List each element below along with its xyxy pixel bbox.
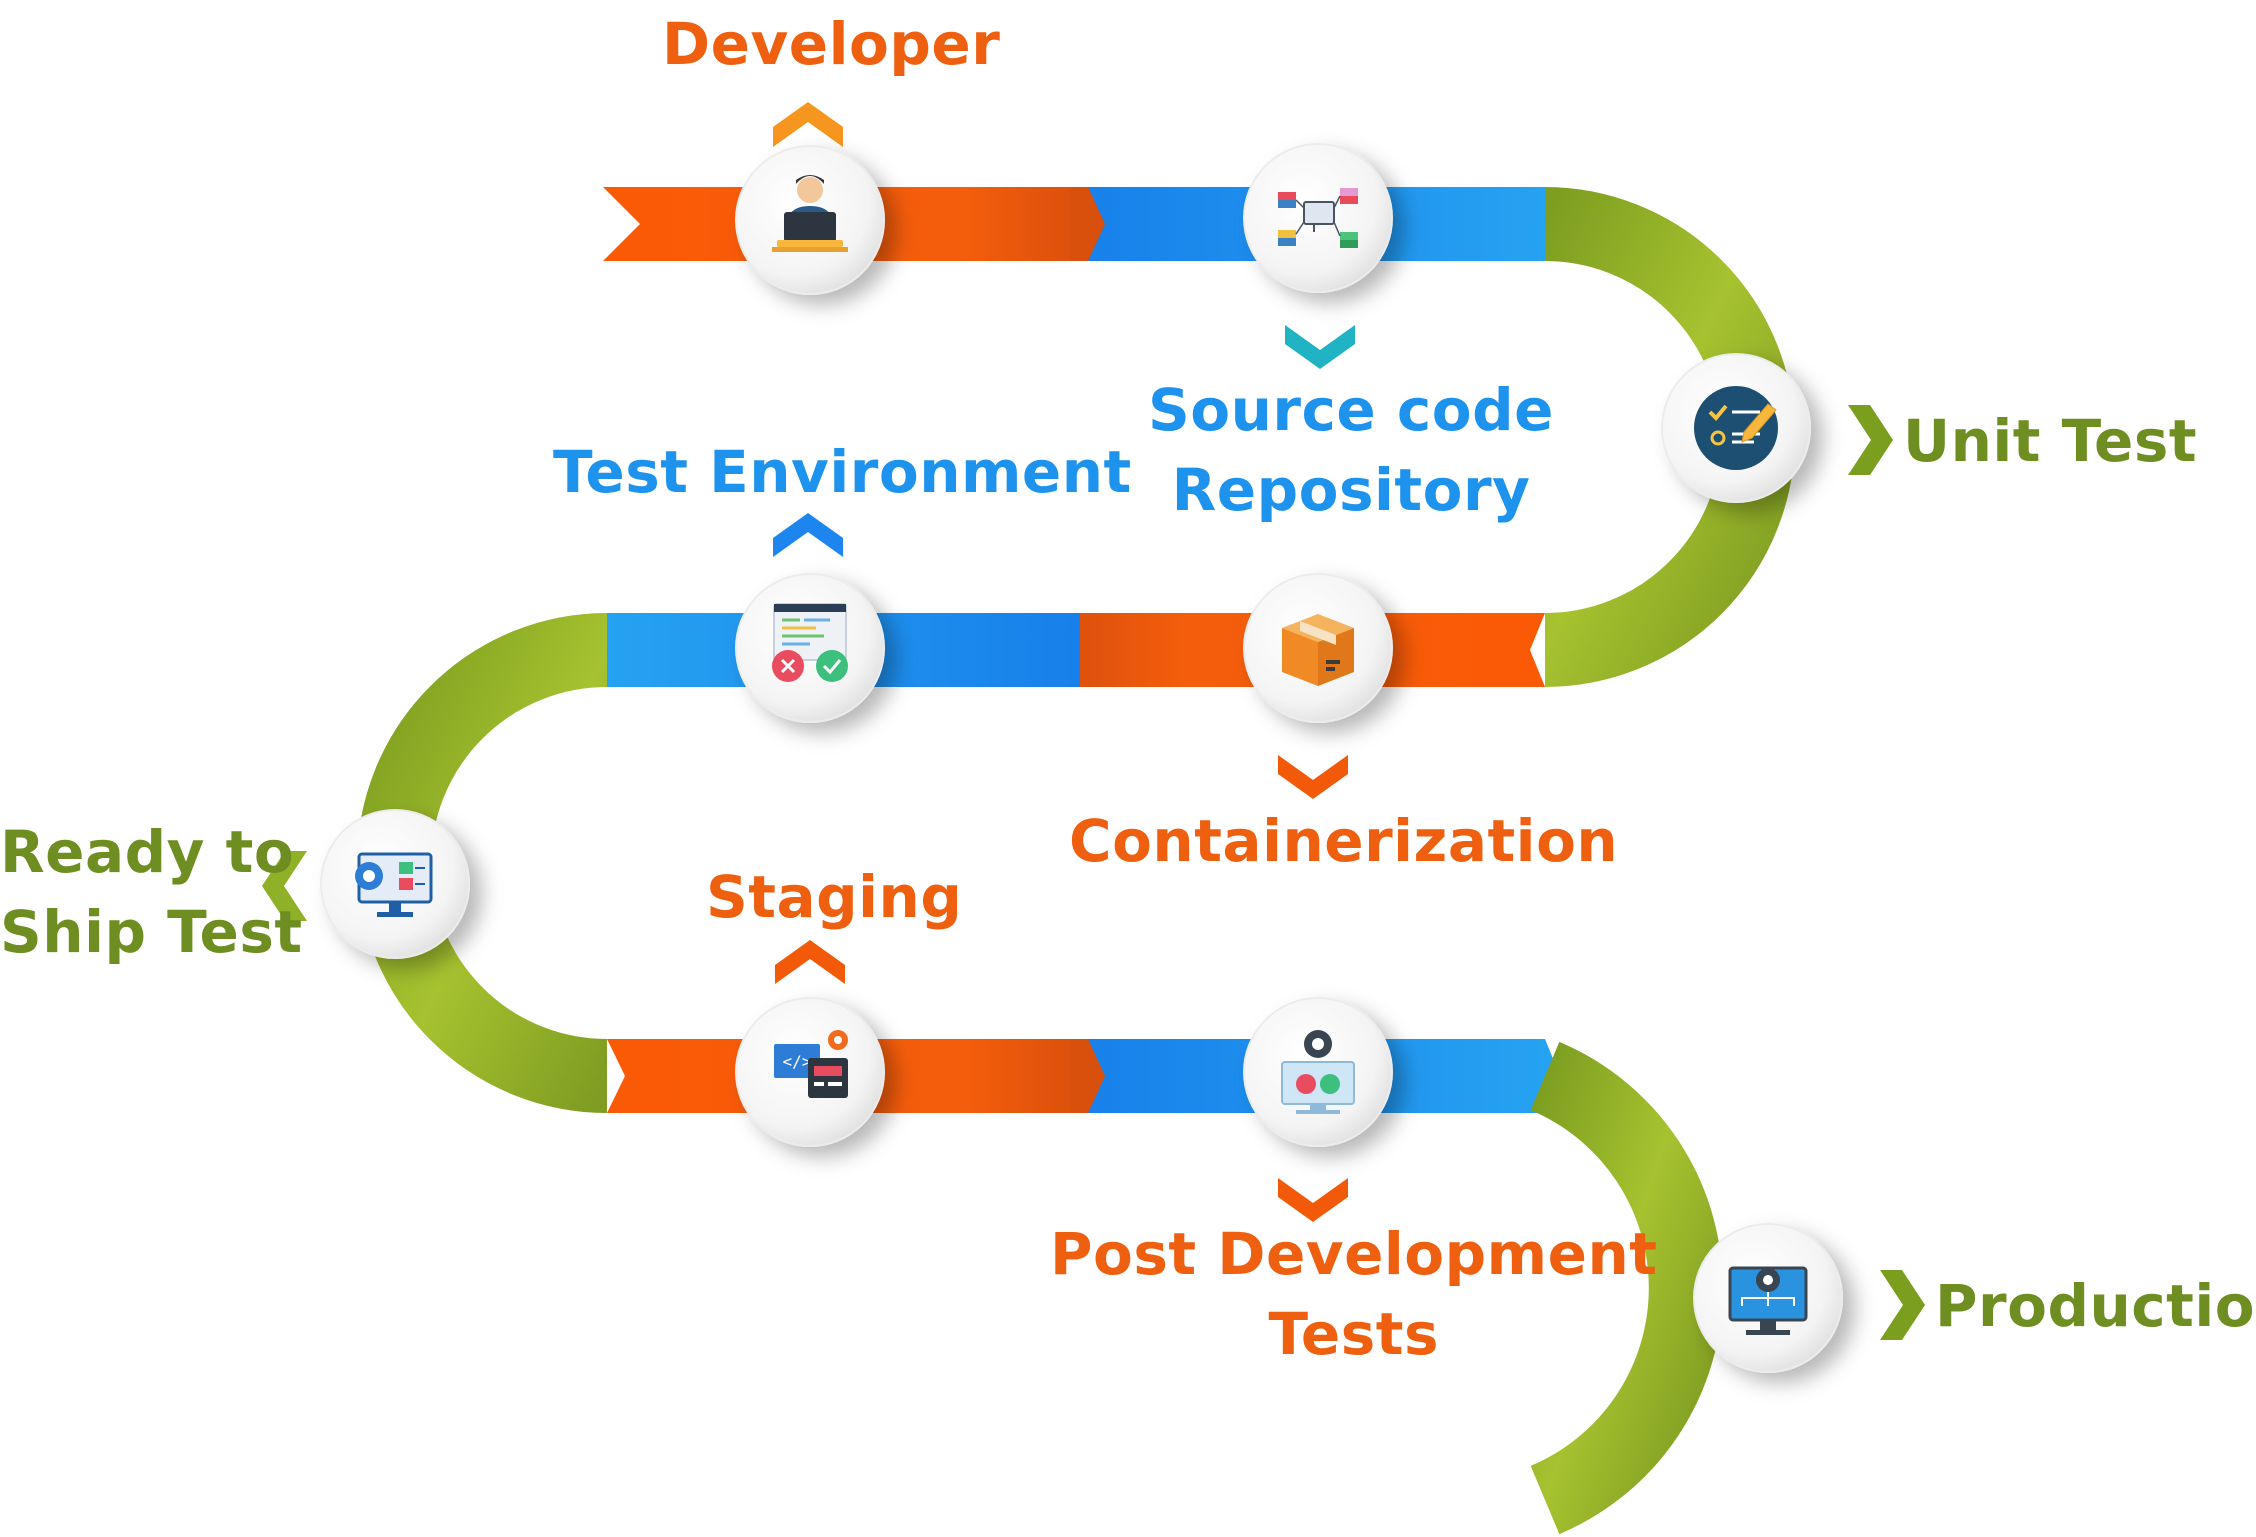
ready-to-ship-monitor-icon — [355, 852, 433, 917]
step-test-environment — [735, 573, 885, 723]
row2-band — [590, 613, 1545, 687]
label-line: Repository — [1171, 456, 1531, 524]
label-line: Source code — [1148, 376, 1555, 444]
label-production: Production — [1935, 1272, 2256, 1340]
production-monitor-icon — [1728, 1266, 1808, 1335]
label-line: Tests — [1268, 1300, 1439, 1368]
curve-right-lower — [1530, 1041, 1723, 1535]
step-source-code-repository — [1243, 143, 1393, 293]
label-line: Post Development — [1050, 1220, 1658, 1288]
step-developer — [735, 145, 885, 295]
chevron-right-icon — [1848, 405, 1893, 475]
step-production — [1693, 1223, 1843, 1373]
chevron-up-icon — [773, 513, 843, 557]
unit-test-checklist-icon — [1694, 386, 1778, 470]
label-test-environment: Test Environment — [553, 438, 1132, 506]
label-unit-test: Unit Test — [1903, 407, 2198, 475]
label-line: Ready to — [0, 818, 295, 886]
label-source-code-repository: Source code Repository — [1148, 370, 1554, 530]
step-staging: </> — [735, 997, 885, 1147]
band-tip-orange — [1070, 1039, 1105, 1113]
label-staging: Staging — [706, 863, 963, 931]
step-ready-to-ship-test — [320, 809, 470, 959]
developer-icon — [772, 175, 848, 252]
repository-network-icon — [1278, 188, 1358, 248]
step-unit-test — [1661, 353, 1811, 503]
chevron-down-icon — [1285, 325, 1355, 369]
chevron-down-icon — [1278, 755, 1348, 799]
band-tip-orange — [1070, 187, 1105, 261]
chevron-up-icon — [775, 940, 845, 984]
svg-text:</>: </> — [783, 1052, 812, 1071]
post-development-tests-icon — [1281, 1030, 1355, 1114]
chevron-left-icon — [262, 851, 307, 921]
staging-icon: </> — [774, 1030, 848, 1098]
label-containerization: Containerization — [1069, 807, 1619, 875]
label-line: Ship Test — [0, 898, 303, 966]
chevron-down-icon — [1278, 1178, 1348, 1222]
label-post-development-tests: Post Development Tests — [1050, 1214, 1657, 1374]
chevron-right-icon — [1880, 1270, 1925, 1340]
step-post-development-tests — [1243, 997, 1393, 1147]
label-ready-to-ship-test: Ready to Ship Test — [0, 812, 303, 972]
label-developer: Developer — [662, 10, 1001, 78]
step-containerization — [1243, 573, 1393, 723]
test-environment-icon — [772, 603, 848, 682]
chevron-up-icon — [773, 102, 843, 147]
container-box-icon — [1282, 614, 1354, 686]
